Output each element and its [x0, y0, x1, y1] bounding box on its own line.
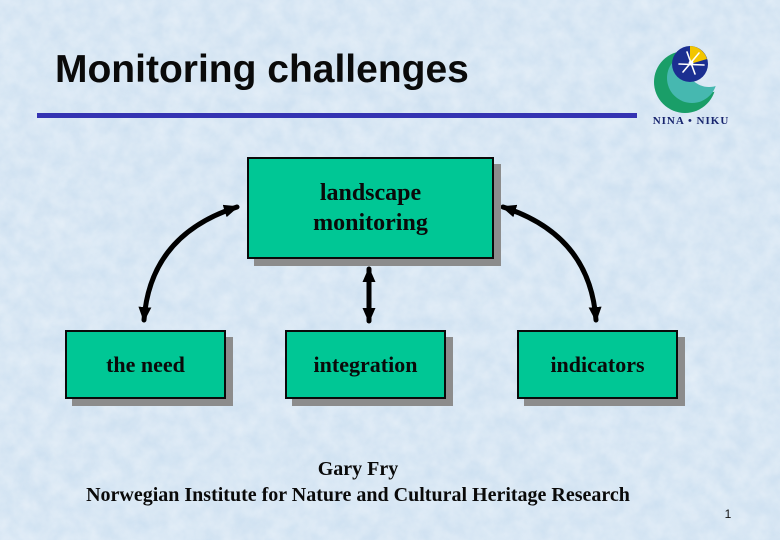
node-landscape-monitoring: landscape monitoring	[247, 157, 494, 259]
logo-text: NINA • NIKU	[652, 115, 730, 127]
nina-niku-logo: NINA • NIKU	[646, 40, 736, 132]
node-label: integration	[313, 351, 418, 377]
institute-name: Norwegian Institute for Nature and Cultu…	[86, 484, 630, 506]
slide-number: 1	[724, 507, 732, 521]
node-label: indicators	[550, 351, 645, 377]
node-the-need: the need	[65, 330, 226, 399]
node-label-line: landscape	[319, 180, 422, 206]
node-label-line: monitoring	[313, 210, 428, 236]
crescent-globe-icon	[654, 46, 717, 113]
title-underline	[37, 113, 637, 118]
footer-credit: Gary Fry Norwegian Institute for Nature …	[0, 456, 716, 508]
node-integration: integration	[285, 330, 446, 399]
author-name: Gary Fry	[317, 458, 399, 480]
node-label: the need	[106, 351, 185, 377]
page-title: Monitoring challenges	[55, 48, 469, 91]
node-indicators: indicators	[517, 330, 678, 399]
